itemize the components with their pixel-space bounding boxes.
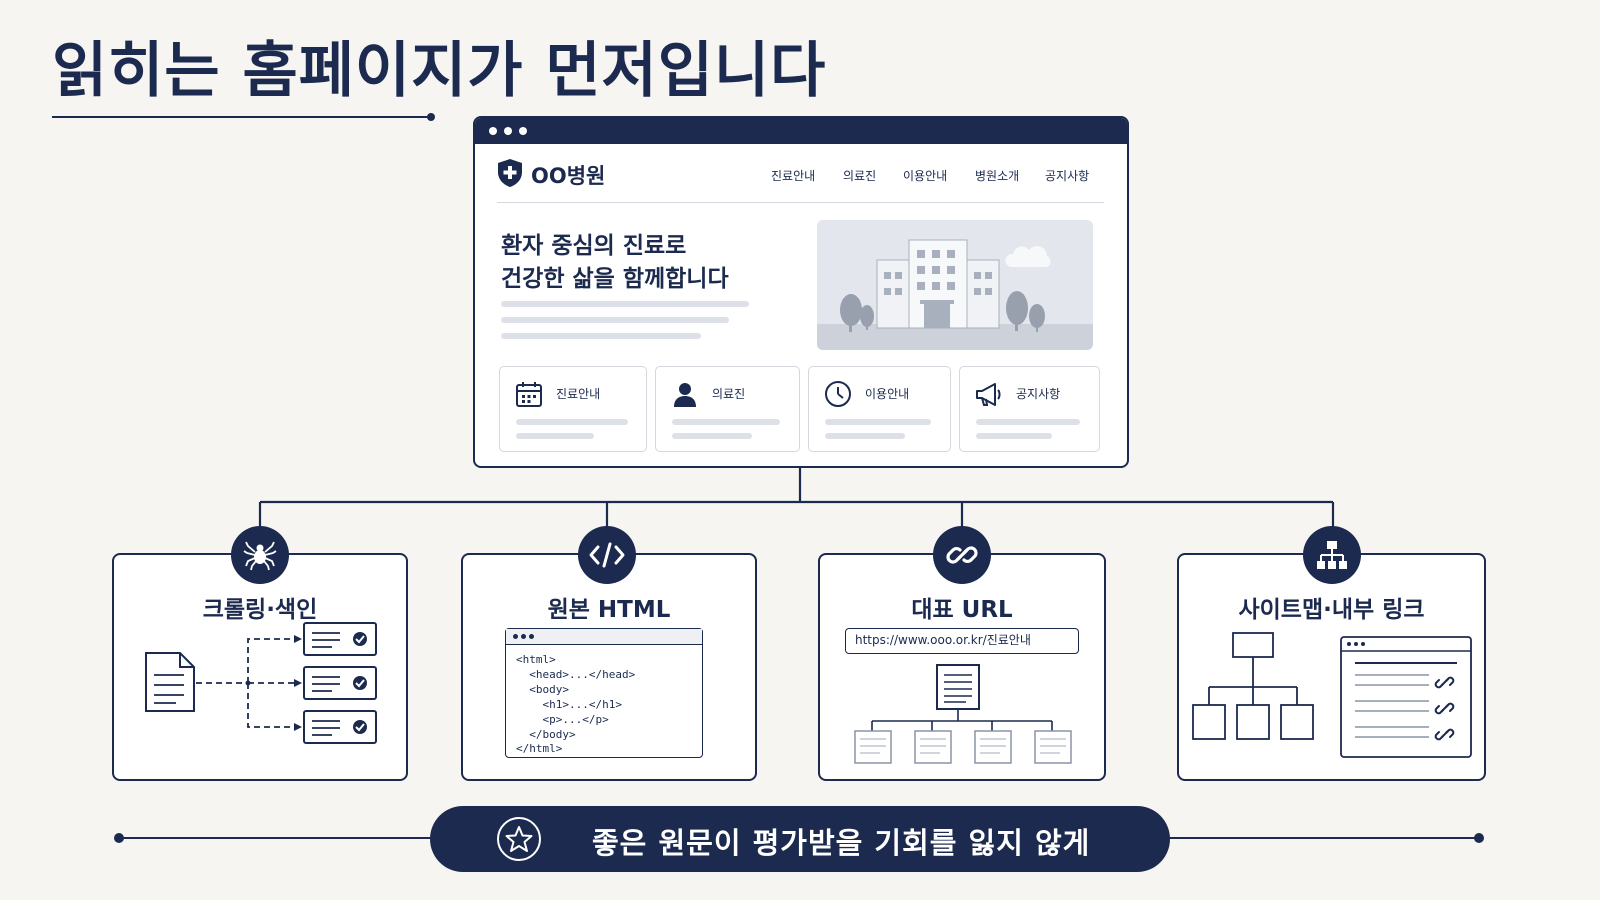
rule-end-dot bbox=[114, 833, 124, 843]
nav-item-doctors[interactable]: 의료진 bbox=[843, 169, 877, 183]
url-tree-diagram bbox=[854, 664, 1072, 764]
code-icon bbox=[578, 526, 636, 584]
url-example-box: https://www.ooo.or.kr/진료안내 bbox=[845, 628, 1079, 654]
placeholder-text-line bbox=[516, 419, 628, 425]
feature-card-original-html: 원본 HTML <html> <head>...</head> <body> <… bbox=[461, 553, 757, 781]
title-underline bbox=[52, 116, 432, 118]
nav-item-about[interactable]: 병원소개 bbox=[975, 169, 1020, 183]
doctor-person-icon bbox=[674, 383, 696, 407]
code-line: </html> bbox=[516, 742, 563, 755]
code-line: <head>...</head> bbox=[516, 668, 636, 681]
megaphone-icon bbox=[976, 383, 1001, 406]
quick-link-label: 진료안내 bbox=[556, 387, 601, 401]
feature-title: 원본 HTML bbox=[547, 597, 671, 623]
hospital-building-illustration bbox=[817, 220, 1093, 350]
window-dot bbox=[513, 634, 518, 639]
code-line: </body> bbox=[516, 728, 576, 741]
code-window: <html> <head>...</head> <body> <h1>...</… bbox=[505, 628, 703, 758]
code-line: <body> bbox=[516, 683, 569, 696]
hero-heading-line1: 환자 중심의 진료로 bbox=[501, 233, 687, 259]
crawl-index-diagram bbox=[145, 622, 377, 744]
rule-end-dot bbox=[1474, 833, 1484, 843]
placeholder-text-line bbox=[976, 419, 1080, 425]
feature-title: 크롤링·색인 bbox=[202, 597, 318, 623]
window-dot bbox=[529, 634, 534, 639]
calendar-icon bbox=[516, 382, 542, 407]
clock-icon bbox=[825, 381, 851, 407]
quick-link-notices[interactable]: 공지사항 bbox=[959, 366, 1100, 452]
placeholder-text-line bbox=[501, 317, 729, 323]
title-underline-dot bbox=[427, 113, 435, 121]
sitemap-icon bbox=[1303, 526, 1361, 584]
feature-card-sitemap-internal-links: 사이트맵·내부 링크 bbox=[1177, 553, 1486, 781]
window-dot bbox=[504, 127, 512, 135]
feature-title: 대표 URL bbox=[911, 597, 1013, 623]
quick-link-label: 공지사항 bbox=[1016, 387, 1061, 401]
bottom-message-banner: 좋은 원문이 평가받을 기회를 잃지 않게 bbox=[430, 806, 1170, 872]
placeholder-text-line bbox=[501, 333, 701, 339]
hospital-website-mockup: OO병원 진료안내 의료진 이용안내 병원소개 공지사항 환자 중심의 진료로 … bbox=[473, 116, 1129, 468]
site-name: OO병원 bbox=[531, 164, 606, 188]
bottom-message: 좋은 원문이 평가받을 기회를 잃지 않게 bbox=[592, 826, 1091, 860]
window-dot bbox=[489, 127, 497, 135]
browser-title-bar bbox=[475, 118, 1127, 144]
window-dot bbox=[519, 127, 527, 135]
page-title: 읽히는 홈페이지가 먼저입니다 bbox=[52, 36, 827, 106]
quick-link-care-guide[interactable]: 진료안내 bbox=[499, 366, 647, 452]
nav-divider bbox=[497, 202, 1104, 203]
hero-heading-line2: 건강한 삶을 함께합니다 bbox=[501, 266, 729, 292]
code-line: <html> bbox=[516, 653, 556, 666]
placeholder-text-line bbox=[516, 433, 594, 439]
code-line: <h1>...</h1> bbox=[516, 698, 622, 711]
link-icon bbox=[933, 526, 991, 584]
hospital-shield-icon bbox=[498, 159, 522, 187]
placeholder-text-line bbox=[501, 301, 749, 307]
nav-item-care-guide[interactable]: 진료안내 bbox=[771, 169, 816, 183]
star-icon bbox=[497, 817, 541, 861]
placeholder-text-line bbox=[976, 433, 1052, 439]
spider-icon bbox=[231, 526, 289, 584]
feature-title: 사이트맵·내부 링크 bbox=[1238, 597, 1425, 623]
placeholder-text-line bbox=[672, 433, 752, 439]
placeholder-text-line bbox=[825, 419, 931, 425]
quick-link-usage-guide[interactable]: 이용안내 bbox=[808, 366, 951, 452]
placeholder-text-line bbox=[672, 419, 780, 425]
code-line: <p>...</p> bbox=[516, 713, 609, 726]
quick-link-label: 이용안내 bbox=[865, 387, 910, 401]
nav-item-notices[interactable]: 공지사항 bbox=[1045, 169, 1090, 183]
sitemap-links-diagram bbox=[1192, 632, 1472, 758]
feature-card-canonical-url: 대표 URL https://www.ooo.or.kr/진료안내 bbox=[818, 553, 1106, 781]
window-dot bbox=[521, 634, 526, 639]
feature-card-crawling-indexing: 크롤링·색인 bbox=[112, 553, 408, 781]
nav-item-usage-guide[interactable]: 이용안내 bbox=[903, 169, 948, 183]
code-window-bar bbox=[506, 629, 702, 645]
quick-link-doctors[interactable]: 의료진 bbox=[655, 366, 800, 452]
placeholder-text-line bbox=[825, 433, 905, 439]
quick-link-label: 의료진 bbox=[712, 387, 746, 401]
